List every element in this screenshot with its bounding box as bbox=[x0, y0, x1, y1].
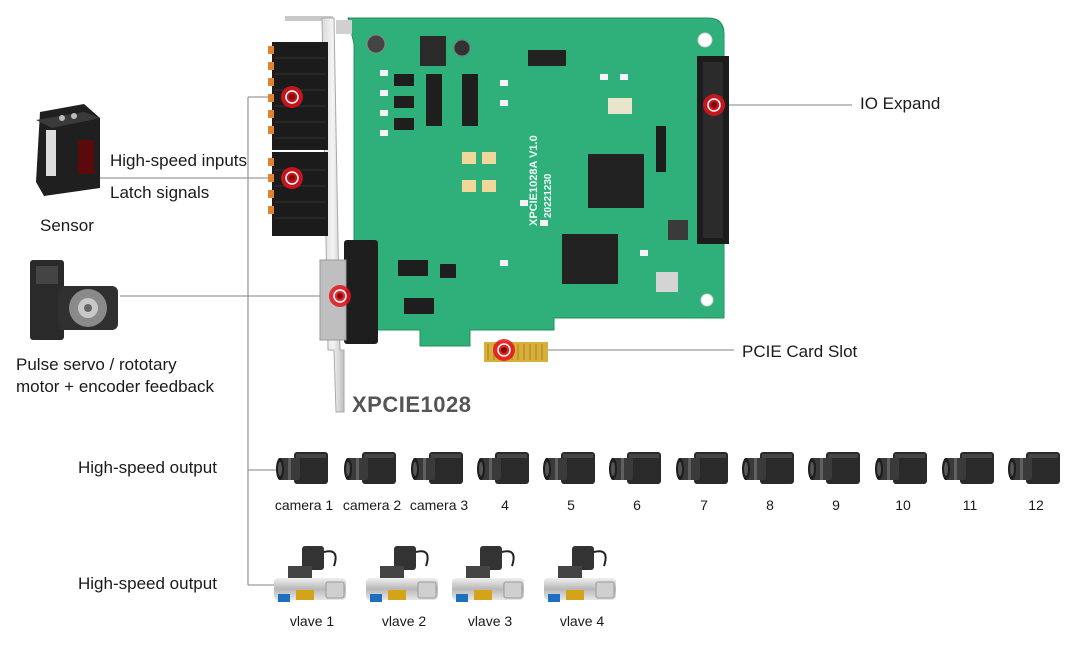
valve-caption: vlave 2 bbox=[381, 613, 427, 629]
camera-icon bbox=[875, 452, 927, 484]
camera-icon bbox=[808, 452, 860, 484]
valve-icon bbox=[365, 545, 439, 603]
latch-label: Latch signals bbox=[110, 183, 210, 202]
camera-caption: camera 3 bbox=[409, 497, 469, 513]
servo-label-line1: Pulse servo / rototary bbox=[16, 355, 177, 374]
marker-dot bbox=[493, 339, 515, 361]
valve-icon bbox=[273, 545, 347, 603]
camera-caption: 12 bbox=[1028, 497, 1044, 513]
valve-caption: vlave 4 bbox=[559, 613, 605, 629]
camera-icon bbox=[276, 452, 328, 484]
camera-caption: 4 bbox=[501, 497, 509, 513]
camera-icon bbox=[344, 452, 396, 484]
camera-icon bbox=[676, 452, 728, 484]
servo-motor bbox=[30, 260, 118, 340]
camera-icon bbox=[1008, 452, 1060, 484]
camera-icon bbox=[742, 452, 794, 484]
camera-caption: 10 bbox=[895, 497, 911, 513]
camera-caption: 9 bbox=[832, 497, 840, 513]
valve-caption: vlave 3 bbox=[467, 613, 513, 629]
camera-caption: 6 bbox=[633, 497, 641, 513]
valve-icon bbox=[543, 545, 617, 603]
board-model-title: XPCIE1028 bbox=[352, 392, 472, 417]
camera-row bbox=[276, 452, 1060, 484]
sensor-device bbox=[36, 104, 100, 196]
pcb-board bbox=[268, 17, 729, 362]
valve-caption: vlave 1 bbox=[289, 613, 335, 629]
marker-dot bbox=[703, 94, 725, 116]
io-expand-label: IO Expand bbox=[860, 94, 941, 113]
sensor-label: Sensor bbox=[40, 216, 94, 235]
marker-dot bbox=[281, 167, 303, 189]
camera-icon bbox=[543, 452, 595, 484]
camera-icon bbox=[609, 452, 661, 484]
servo-label-line2: motor + encoder feedback bbox=[16, 377, 214, 396]
markers bbox=[281, 86, 725, 361]
camera-caption: camera 2 bbox=[342, 497, 402, 513]
camera-caption: 11 bbox=[962, 497, 978, 513]
camera-caption: 7 bbox=[700, 497, 708, 513]
camera-icon bbox=[411, 452, 463, 484]
camera-output-label: High-speed output bbox=[78, 458, 217, 477]
valve-row bbox=[273, 545, 617, 603]
connector-lines bbox=[100, 96, 852, 586]
marker-dot bbox=[281, 86, 303, 108]
inputs-label: High-speed inputs bbox=[110, 151, 248, 170]
pcie-slot-label: PCIE Card Slot bbox=[742, 342, 858, 361]
board-silk-date: 20221230 bbox=[543, 173, 554, 218]
camera-caption: 5 bbox=[567, 497, 575, 513]
camera-caption: 8 bbox=[766, 497, 774, 513]
valve-output-label: High-speed output bbox=[78, 574, 217, 593]
valve-icon bbox=[451, 545, 525, 603]
camera-icon bbox=[942, 452, 994, 484]
camera-caption: camera 1 bbox=[274, 497, 334, 513]
marker-dot bbox=[329, 285, 351, 307]
board-silk-model: XPCIE1028A V1.0 bbox=[528, 135, 540, 226]
camera-icon bbox=[477, 452, 529, 484]
